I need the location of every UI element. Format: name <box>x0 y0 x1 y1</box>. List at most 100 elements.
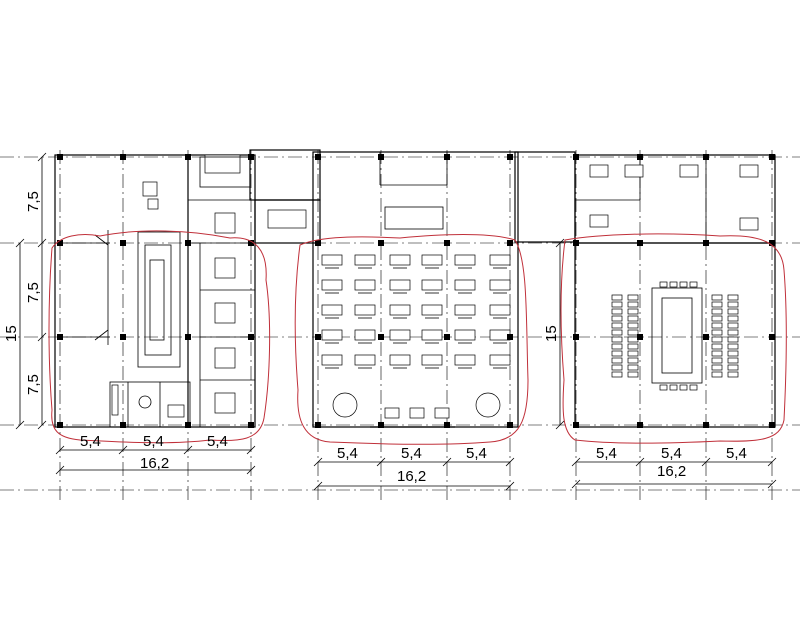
conference-chair <box>711 294 723 301</box>
column <box>57 334 63 340</box>
conference-chair <box>711 315 723 322</box>
conference-chair <box>711 364 723 371</box>
conference-chair <box>627 315 639 322</box>
dimension-labels: 5,4 5,4 5,4 16,2 5,4 5,4 5,4 16,2 5,4 5,… <box>3 191 747 485</box>
conference-chair <box>727 343 739 350</box>
desk <box>389 304 411 316</box>
desk <box>389 279 411 291</box>
right-total-height-dim: 15 <box>543 325 560 342</box>
desk <box>489 254 511 266</box>
conference-chair <box>627 322 639 329</box>
desk <box>354 279 376 291</box>
desk <box>421 254 443 266</box>
conference-chair <box>627 329 639 336</box>
column <box>315 240 321 246</box>
conference-chair <box>711 371 723 378</box>
desk <box>421 354 443 366</box>
column <box>444 154 450 160</box>
conference-chair <box>611 357 623 364</box>
desk <box>421 279 443 291</box>
column <box>769 154 775 160</box>
column <box>769 334 775 340</box>
conference-chair <box>711 343 723 350</box>
conference-chair <box>611 329 623 336</box>
dimension-tick <box>37 420 47 430</box>
dimension-tick <box>701 457 711 467</box>
conference-chair <box>669 281 678 288</box>
column <box>378 154 384 160</box>
left-height-3-dim: 7,5 <box>25 374 42 395</box>
dimension-tick <box>118 445 128 455</box>
dimension-tick <box>505 457 515 467</box>
column <box>637 422 643 428</box>
desk <box>489 279 511 291</box>
right-plan <box>514 151 776 428</box>
dimension-tick <box>15 420 25 430</box>
dimension-tick <box>183 445 193 455</box>
column <box>248 334 254 340</box>
middle-total-dim: 16,2 <box>397 468 426 485</box>
desk <box>421 304 443 316</box>
left-bay-3-dim: 5,4 <box>207 433 228 450</box>
column <box>637 334 643 340</box>
dimension-tick <box>767 457 777 467</box>
column <box>703 240 709 246</box>
conference-chair <box>611 315 623 322</box>
dimension-tick <box>37 332 47 342</box>
conference-chair <box>727 329 739 336</box>
conference-chair <box>711 357 723 364</box>
dimension-tick <box>555 238 565 248</box>
column <box>378 334 384 340</box>
column <box>703 422 709 428</box>
dimension-tick <box>376 457 386 467</box>
column <box>769 422 775 428</box>
column <box>315 154 321 160</box>
dimension-tick <box>635 457 645 467</box>
conference-chair <box>611 308 623 315</box>
column <box>573 334 579 340</box>
desk <box>321 354 343 366</box>
conference-chair <box>727 294 739 301</box>
left-total-height-dim: 15 <box>3 325 20 342</box>
conference-chair <box>611 364 623 371</box>
dimension-tick <box>313 457 323 467</box>
middle-bay-1-dim: 5,4 <box>337 445 358 462</box>
desk <box>454 304 476 316</box>
column <box>120 334 126 340</box>
desk <box>454 354 476 366</box>
dimension-tick <box>505 481 515 491</box>
conference-chair <box>627 371 639 378</box>
column <box>378 240 384 246</box>
column <box>57 154 63 160</box>
conference-chair <box>689 281 698 288</box>
column <box>444 240 450 246</box>
conference-chair <box>727 336 739 343</box>
conference-chair <box>711 301 723 308</box>
desk <box>321 254 343 266</box>
conference-chair <box>659 384 668 391</box>
column <box>507 154 513 160</box>
conference-chair <box>627 301 639 308</box>
left-height-2-dim: 7,5 <box>25 282 42 303</box>
column <box>444 422 450 428</box>
structural-columns <box>57 154 775 428</box>
column <box>57 422 63 428</box>
desk <box>489 304 511 316</box>
conference-chair <box>727 315 739 322</box>
conference-chair <box>611 322 623 329</box>
conference-chair <box>611 294 623 301</box>
dimension-tick <box>571 479 581 489</box>
column <box>573 422 579 428</box>
conference-chair <box>711 322 723 329</box>
column <box>120 240 126 246</box>
dimension-tick <box>442 457 452 467</box>
dimension-tick <box>767 479 777 489</box>
middle-bay-2-dim: 5,4 <box>401 445 422 462</box>
office-table-group <box>204 154 241 414</box>
column <box>248 154 254 160</box>
column <box>315 334 321 340</box>
conference-chair <box>627 336 639 343</box>
conference-chair <box>727 308 739 315</box>
desk <box>354 329 376 341</box>
